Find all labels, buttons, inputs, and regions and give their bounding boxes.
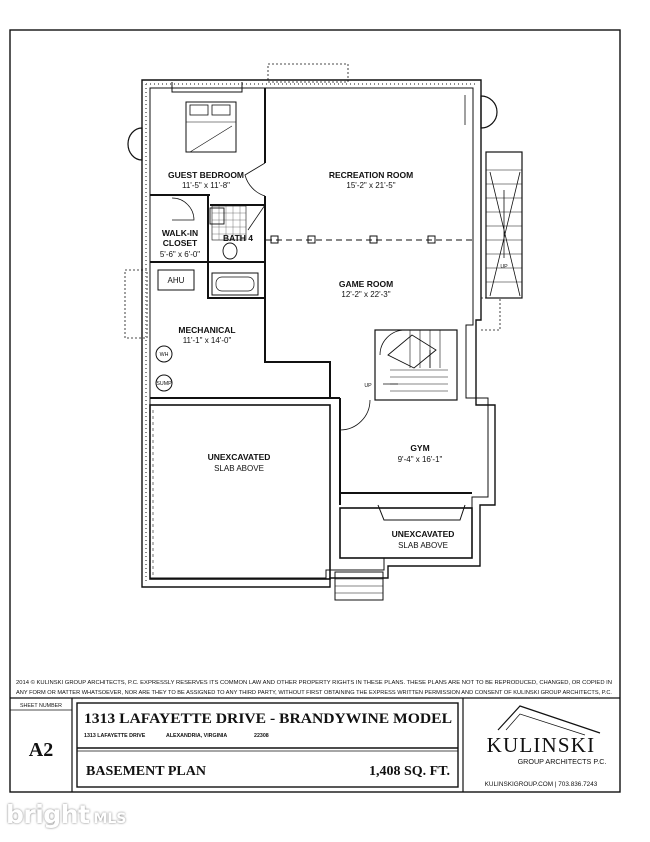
sheet-border [9,29,621,793]
unexcavated-large-note: SLAB ABOVE [214,464,264,473]
watermark-word-bright: bright [6,800,90,829]
walk-in-closet-dims: 5'-6" x 6'-0" [160,250,200,259]
ahu-label: AHU [168,276,185,285]
address-street: 1313 LAFAYETTE DRIVE [84,733,146,739]
gym-label: GYM [410,443,429,453]
column-1 [270,235,279,244]
bathtub-basin [215,276,255,292]
main-stair [374,329,458,401]
watermark-word-mls: MLS [93,811,127,827]
sheet-number-label: SHEET NUMBER [20,703,62,709]
unexcavated-large-box [149,404,331,580]
window-top-left [171,82,243,93]
gym-dims: 9'-4" x 16'-1" [398,455,443,464]
bay-window-left [127,127,143,161]
project-title: 1313 LAFAYETTE DRIVE - BRANDYWINE MODEL [84,711,452,727]
ahu-unit [157,269,195,291]
address-city: ALEXANDRIA, VIRGINIA [166,733,227,739]
copyright-line-1: 2014 © KULINSKI GROUP ARCHITECTS, P.C. E… [16,679,612,686]
bath-door [247,204,266,231]
recreation-room-dims: 15'-2" x 21'-5" [346,181,395,190]
stair-up-main: UP [364,383,372,389]
main-stair-treads [390,330,448,392]
firm-logo-roofline-inner [505,713,586,736]
exterior-wall-outer [141,79,496,588]
address-zip: 22308 [254,733,269,739]
unexcavated-small-box [339,507,473,559]
bedroom-door [244,162,266,197]
sheet-number: A2 [29,739,53,761]
sheet-title: BASEMENT PLAN [86,764,206,779]
bath-vanity [209,207,225,225]
mechanical-label: MECHANICAL [178,325,235,335]
walk-in-closet-label-2: CLOSET [163,238,198,248]
wh-tank [155,345,173,363]
column-3 [369,235,378,244]
gym-door [339,398,371,431]
sump-label: SUMP [156,381,172,387]
walk-in-closet-label-1: WALK-IN [162,228,198,238]
exterior-stair [485,151,523,299]
bed [185,101,237,153]
guest-bedroom-label: GUEST BEDROOM [168,170,244,180]
dashed-outline-left [124,269,148,339]
firm-logo-roofline-icon [497,705,601,734]
game-room-dims: 12'-2" x 22'-3" [341,290,390,299]
title-block [10,697,620,792]
wh-label: WH [160,352,169,358]
closet-door [171,197,195,221]
recreation-room-label: RECREATION ROOM [329,170,413,180]
unexcavated-large-label: UNEXCAVATED [208,452,271,462]
column-4 [427,235,436,244]
stair-closet-door [379,329,406,356]
stair-up-right: UP [500,264,508,270]
bay-window-right [480,95,498,129]
unexcavated-small-wall [377,504,466,521]
dashed-outline-top [267,63,349,83]
main-stair-arrow [383,350,431,385]
gym-wall [339,398,472,505]
exterior-steps-treads [335,578,383,594]
area-label: 1,408 SQ. FT. [369,764,450,779]
unexcavated-small-note: SLAB ABOVE [398,541,448,550]
bath-tile-floor [211,205,247,241]
firm-logo: KULINSKI GROUP ARCHITECTS P.C. KULINSKIG… [485,705,607,788]
room-labels: GUEST BEDROOM 11'-5" x 11'-8" RECREATION… [156,170,508,550]
firm-contact: KULINSKIGROUP.COM | 703.836.7243 [485,781,598,788]
bedroom-wall [150,88,266,262]
unexcavated-small-label: UNEXCAVATED [392,529,455,539]
floor-plan [124,63,523,601]
guest-bedroom-dims: 11'-5" x 11'-8" [182,181,230,190]
dashed-outline-right [481,297,501,331]
bathtub [211,272,259,296]
toilet [222,242,238,260]
bath-tile-grid [212,206,246,240]
column-2 [307,235,316,244]
main-stair-rail [387,334,437,369]
game-room-label: GAME ROOM [339,279,393,289]
sump-pit [155,374,173,392]
bed-blanket [186,121,236,153]
exterior-stair-arrow [489,171,521,297]
pillow-left [189,104,209,116]
copyright-line-2: ANY FORM OR MATTER WHATSOEVER, NOR ARE T… [16,690,612,696]
firm-subtitle: GROUP ARCHITECTS P.C. [518,757,607,766]
mechanical-dims: 11'-1" x 14'-0" [183,336,232,345]
exterior-wall-inner [149,87,489,579]
firm-name: KULINSKI [487,733,596,757]
pillow-right [211,104,231,116]
title-box-outer [76,702,459,788]
bath-label: BATH 4 [223,233,253,243]
